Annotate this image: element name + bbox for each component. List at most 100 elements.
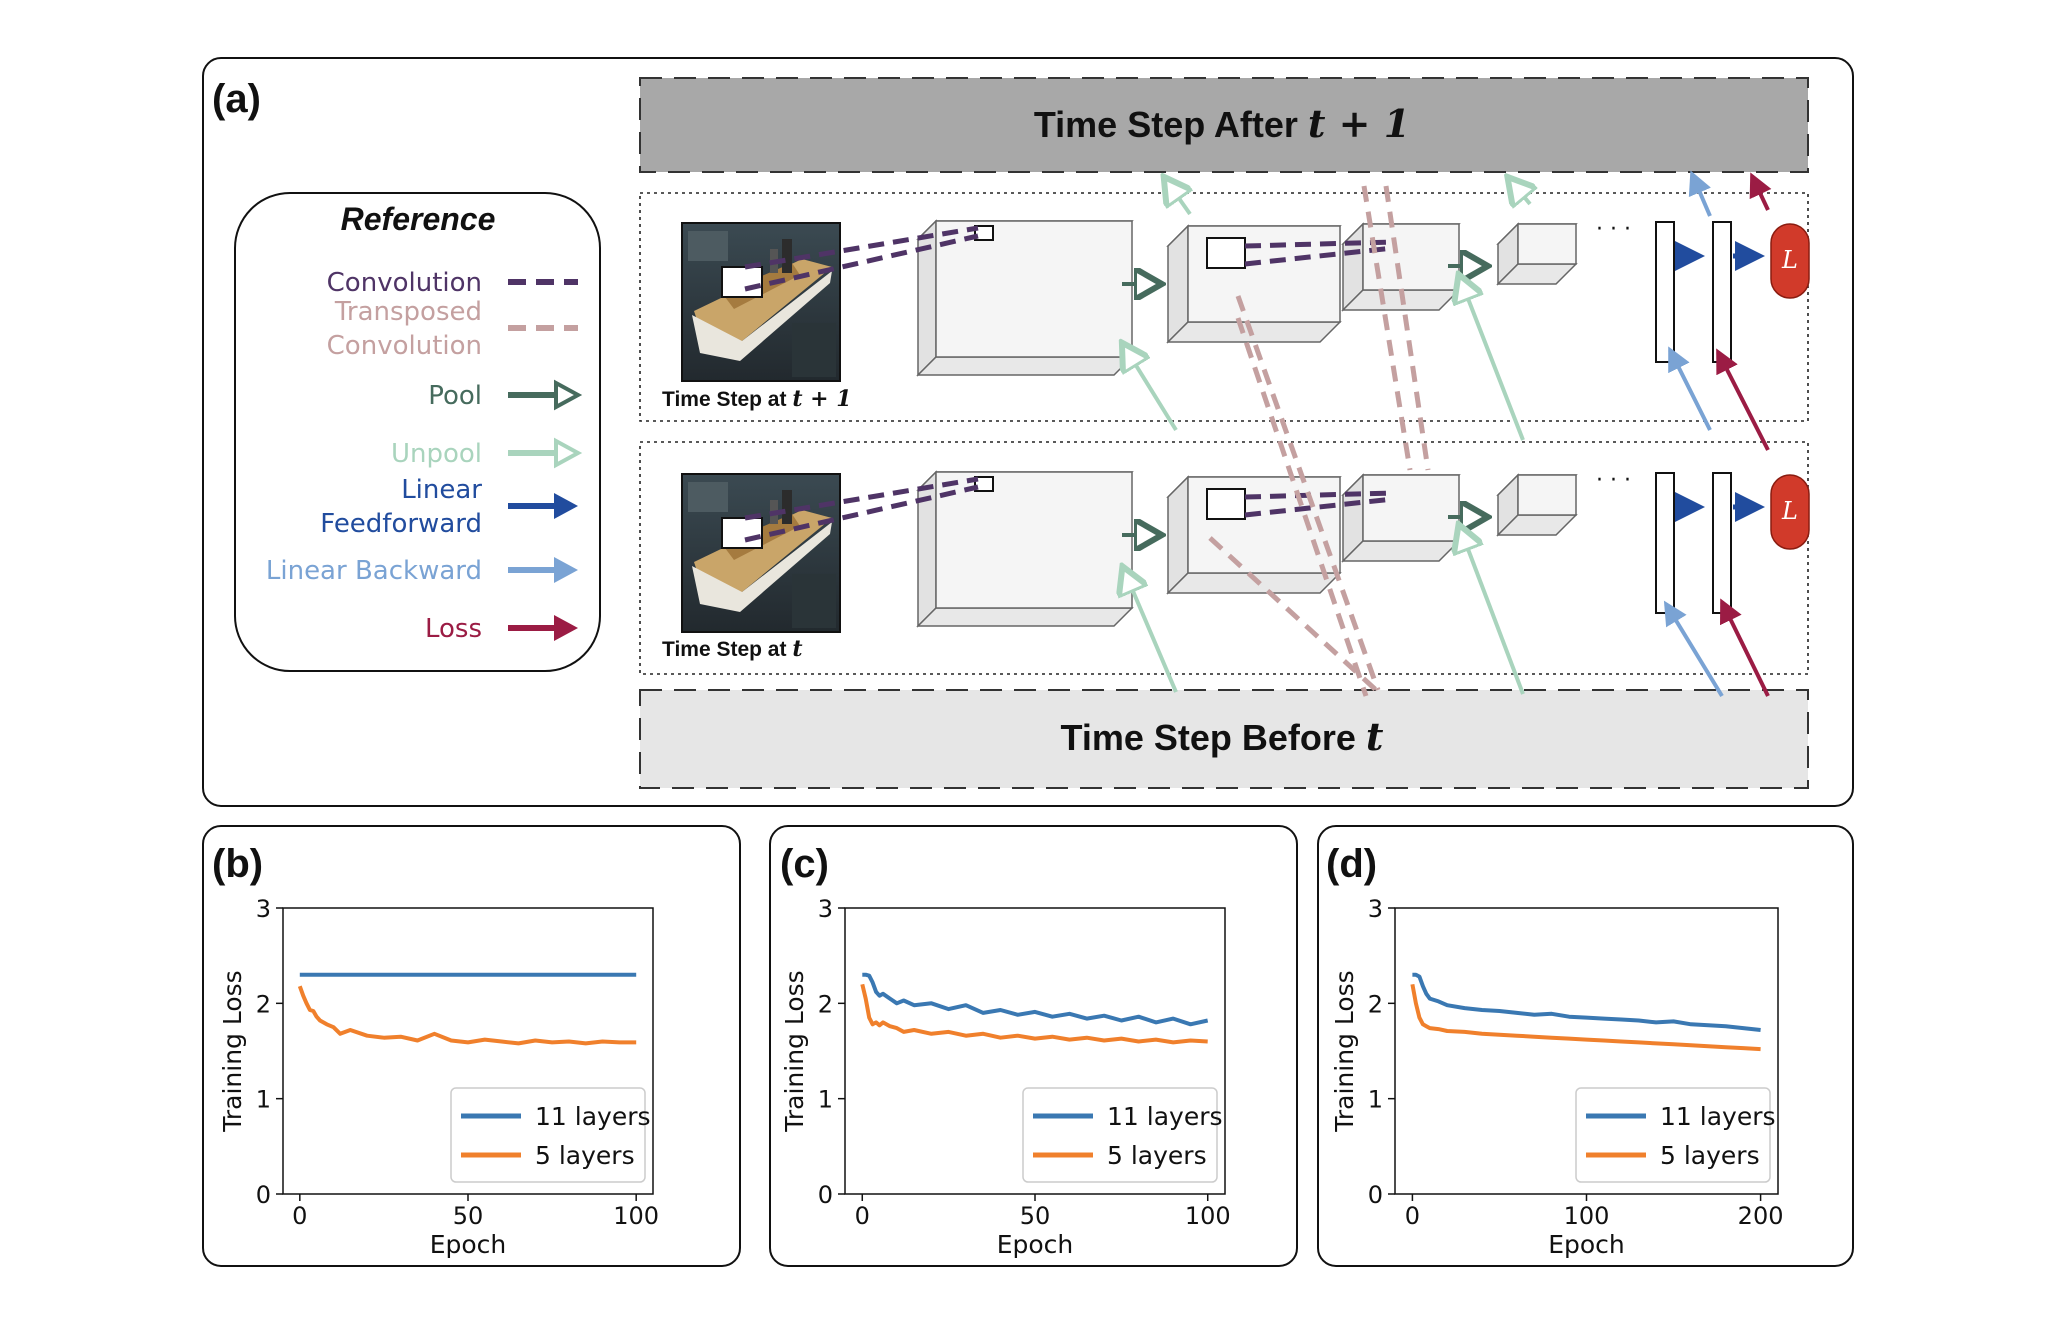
reference-item-label: Loss: [425, 614, 482, 644]
receptive-field-window: [721, 266, 763, 298]
x-tick-label: 50: [453, 1202, 484, 1230]
x-tick-label: 100: [1185, 1202, 1231, 1230]
loss-arrow: [1720, 598, 1770, 697]
legend-label: 5 layers: [1660, 1141, 1760, 1170]
receptive-field-window: [721, 517, 763, 549]
input-image-boat: [681, 222, 841, 382]
unpool-arrow: [1460, 528, 1525, 695]
backward-arrow: [1663, 600, 1724, 698]
reference-item-label: Convolution: [327, 331, 482, 361]
x-tick-label: 0: [855, 1202, 870, 1230]
x-tick-label: 100: [613, 1202, 659, 1230]
panel-a-letter: (a): [212, 77, 261, 121]
x-tick-label: 200: [1738, 1202, 1784, 1230]
after-band-label: Time Step After: [1034, 104, 1308, 145]
receptive-field-window: [1206, 237, 1246, 269]
y-axis-label: Training Loss: [780, 970, 809, 1132]
reference-item-label: Feedforward: [320, 509, 482, 539]
network-rows: · · ·L· · ·L: [681, 217, 1810, 633]
before-band-label: Time Step Before: [1061, 717, 1366, 758]
reference-legend: Reference ConvolutionTransposedConvoluti…: [234, 192, 601, 672]
before-band: Time Step Before t: [639, 689, 1809, 789]
loss-node: L: [1770, 474, 1810, 550]
chart-legend: 11 layers 5 layers: [1575, 1087, 1776, 1183]
reference-item-label: Linear Backward: [266, 556, 482, 586]
convolution-line: [744, 233, 979, 292]
open-arrow-icon: [508, 379, 583, 411]
transposed-convolution-line: [1235, 317, 1369, 697]
filled-arrow-icon: [508, 493, 578, 519]
y-tick-label: 3: [818, 895, 833, 923]
legend-label: 5 layers: [535, 1141, 635, 1170]
loss-symbol: L: [1781, 497, 1798, 525]
unpool-arrow: [1124, 570, 1178, 693]
y-axis-label: Training Loss: [1330, 970, 1359, 1132]
chart-legend: 11 layers 5 layers: [450, 1087, 651, 1183]
cross-time-connections: [1124, 170, 1772, 698]
network-row-t-plus-1: · · ·L: [681, 217, 1810, 382]
series-line: [1412, 972, 1761, 1032]
panel-letter: (d): [1326, 842, 1377, 886]
reference-item-linear-backward: Linear Backward: [266, 556, 578, 586]
y-tick-label: 0: [818, 1181, 833, 1209]
transposed-convolution-line: [1361, 185, 1413, 471]
series-line: [297, 985, 637, 1046]
linear-layer-2: [1712, 472, 1732, 614]
row-top-label: Time Step at t + 1: [662, 386, 852, 412]
panel-letter: (c): [780, 842, 829, 886]
reference-items: ConvolutionTransposedConvolutionPoolUnpo…: [266, 268, 583, 644]
transposed-convolution-line: [1208, 536, 1378, 692]
reference-item-pool: Pool: [428, 379, 583, 411]
reference-item-unpool: Unpool: [391, 437, 583, 469]
legend-box: [1575, 1087, 1771, 1183]
ellipsis: · · ·: [1596, 468, 1631, 493]
open-arrow-icon: [508, 437, 583, 469]
convolution-line: [744, 484, 979, 543]
kernel-window: [974, 225, 994, 241]
y-tick-label: 2: [818, 990, 833, 1018]
y-tick-label: 3: [256, 895, 271, 923]
reference-item-label: Transposed: [334, 297, 482, 327]
y-tick-label: 2: [256, 990, 271, 1018]
loss-symbol: L: [1781, 246, 1798, 274]
panel-letter: (b): [212, 842, 263, 886]
reference-item-label: Pool: [428, 381, 482, 411]
feature-map-4: [1496, 473, 1578, 537]
series-line: [1410, 983, 1761, 1052]
y-tick-label: 3: [1368, 895, 1383, 923]
feature-map-4: [1496, 222, 1578, 286]
x-tick-label: 0: [292, 1202, 307, 1230]
after-band: Time Step After t + 1: [639, 77, 1809, 173]
unpool-arrow: [1166, 180, 1190, 216]
convolution-line: [744, 476, 979, 521]
row-top-frame: [639, 192, 1809, 422]
row-bottom-label: Time Step at t: [662, 636, 803, 662]
backward-arrow: [1688, 170, 1712, 217]
series-line: [860, 983, 1208, 1045]
x-tick-label: 100: [1564, 1202, 1610, 1230]
reference-item-label: Unpool: [391, 439, 482, 469]
transposed-convolution-line: [1235, 295, 1381, 691]
linear-layer-2: [1712, 221, 1732, 363]
convolution-line: [744, 225, 979, 270]
loss-arrow: [1716, 348, 1770, 451]
unpool-arrow: [1124, 346, 1178, 432]
kernel-window: [974, 476, 994, 492]
receptive-field-window: [1206, 488, 1246, 520]
legend-label: 11 layers: [535, 1102, 651, 1131]
linear-layer-1: [1655, 472, 1675, 614]
feature-map-1: [916, 470, 1134, 628]
legend-box: [1022, 1087, 1218, 1183]
x-axis-label: Epoch: [1548, 1230, 1625, 1259]
svg-text:Time Step After t + 1: Time Step After t + 1: [1034, 101, 1410, 146]
feature-map-3: [1341, 473, 1461, 563]
legend-label: 11 layers: [1660, 1102, 1776, 1131]
reference-item-label: Convolution: [327, 268, 482, 298]
x-tick-label: 50: [1020, 1202, 1051, 1230]
